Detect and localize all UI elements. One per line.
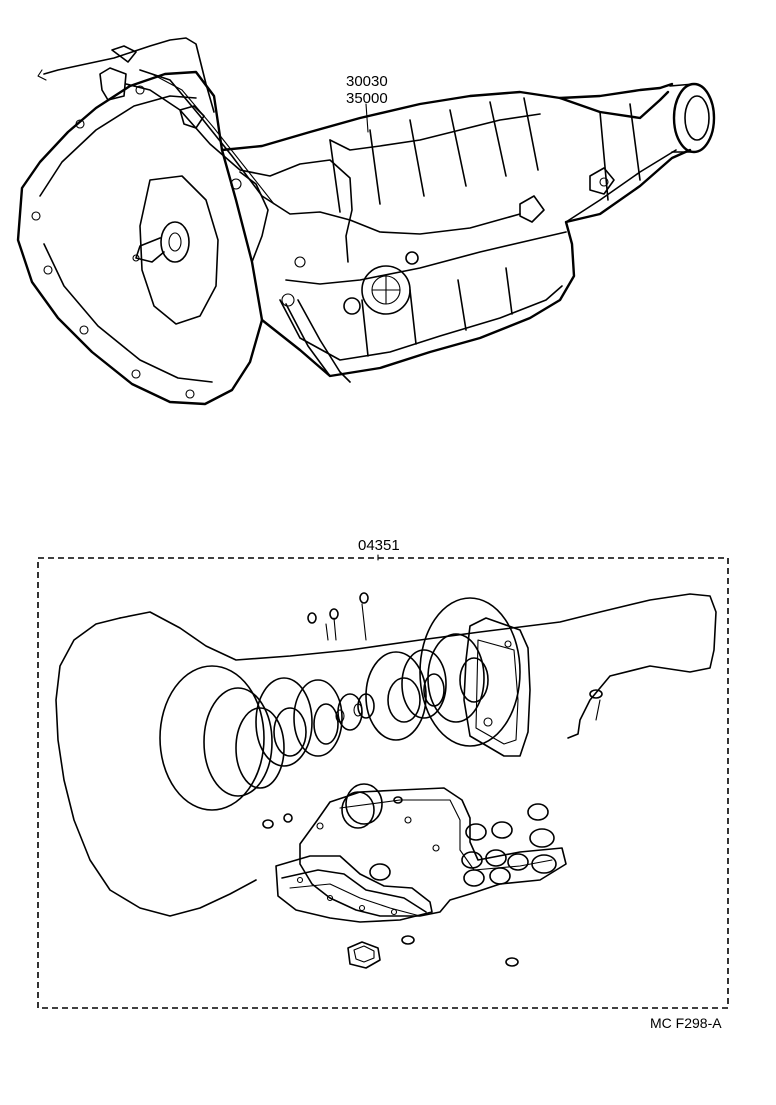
figure-code: MC F298-A	[650, 1015, 722, 1031]
overhaul-kit-drawing	[55, 592, 717, 969]
assembly-part-number-2: 35000	[346, 90, 388, 107]
kit-border	[37, 557, 729, 1009]
overhaul-kit-part-number: 04351	[358, 537, 400, 554]
assembly-part-number-1: 30030	[346, 73, 388, 90]
transmission-assembly-drawing	[16, 37, 716, 406]
